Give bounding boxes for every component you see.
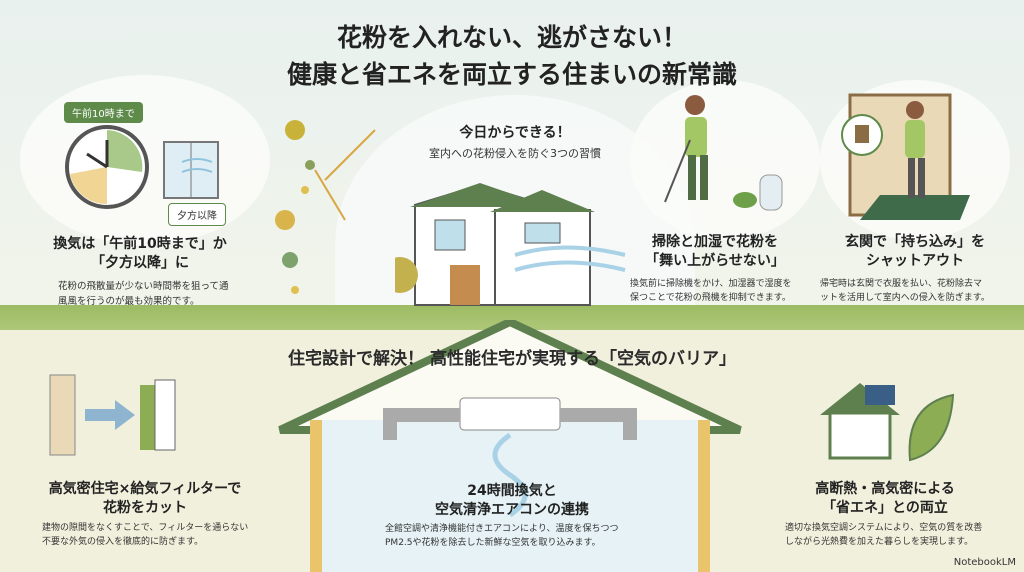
habit3-title1: 玄関で「持ち込み」を [845, 234, 985, 250]
habit1-title2: 「夕方以降」に [91, 255, 189, 271]
item2-title1: 24時間換気と [467, 483, 557, 499]
entrance-illustration [841, 93, 970, 220]
window-tag: 夕方以降 [168, 203, 226, 226]
item3-title2: 「省エネ」との両立 [822, 500, 948, 516]
main-title-line1: 花粉を入れない、逃がさない！ [336, 23, 687, 52]
habit2-title1: 掃除と加湿で花粉を [652, 234, 778, 250]
item3-desc2: しながら光熱費を加えた暮らしを実現します。 [785, 537, 974, 547]
habit2-desc1: 換気前に掃除機をかけ、加湿器で湿度を [630, 279, 792, 289]
item2-desc2: PM2.5や花粉を除去した新鮮な空気を取り込みます。 [385, 538, 601, 548]
vacuum-humidifier-illustration [664, 95, 783, 211]
habit1-desc2: 風風を行うのが最も効果的です。 [58, 296, 200, 307]
habit1-desc1: 花粉の飛散量が少ない時間帯を狙って通 [58, 281, 229, 292]
habit2-bubble [630, 80, 820, 240]
brand-logo: NotebookLM [953, 557, 1016, 568]
filter-illustration [49, 374, 176, 456]
habit2-title2: 「舞い上がらせない」 [645, 253, 785, 269]
item1-title1: 高気密住宅×給気フィルターで [48, 481, 242, 497]
item1-title2: 花粉をカット [103, 500, 187, 516]
habit3-desc1: 帰宅時は玄関で衣服を払い、花粉除去マ [820, 279, 983, 289]
habit3-desc2: ットを活用して室内への侵入を防ぎます。 [820, 293, 990, 303]
bottom-heading: 住宅設計で解決！ 高性能住宅が実現する「空気のバリア」 [288, 349, 736, 369]
pollen-particles [275, 120, 376, 294]
clock-icon [65, 125, 149, 209]
house-illustration [395, 183, 626, 306]
item2-title2: 空気清浄エアコンの連携 [435, 502, 589, 518]
clock-tag: 午前10時まで [64, 102, 143, 123]
house-cross-section [278, 320, 742, 572]
item3-title1: 高断熱・高気密による [815, 481, 955, 497]
habit1-title1: 換気は「午前10時まで」か [53, 236, 227, 252]
item1-desc2: 不要な外気の侵入を徹底的に防ぎます。 [42, 537, 204, 547]
center-heading: 今日からできる！ [459, 125, 571, 141]
habit2-desc2: 保つことで花粉の飛機を抑制できます。 [630, 293, 791, 303]
item1-desc1: 建物の隙間をなくすことで、フィルターを通らない [42, 523, 249, 533]
item3-desc1: 適切な換気空調システムにより、空気の質を改善 [785, 523, 983, 533]
window-icon [163, 141, 219, 199]
main-title-line2: 健康と省エネを両立する住まいの新常識 [286, 60, 737, 89]
item2-desc1: 全館空調や清浄機能付きエアコンにより、温度を保ちつつ [385, 524, 619, 534]
eco-house-leaf-icon [820, 383, 955, 462]
habit3-title2: シャットアウト [866, 253, 964, 269]
center-subheading: 室内への花粉侵入を防ぐ3つの習慣 [429, 147, 601, 160]
